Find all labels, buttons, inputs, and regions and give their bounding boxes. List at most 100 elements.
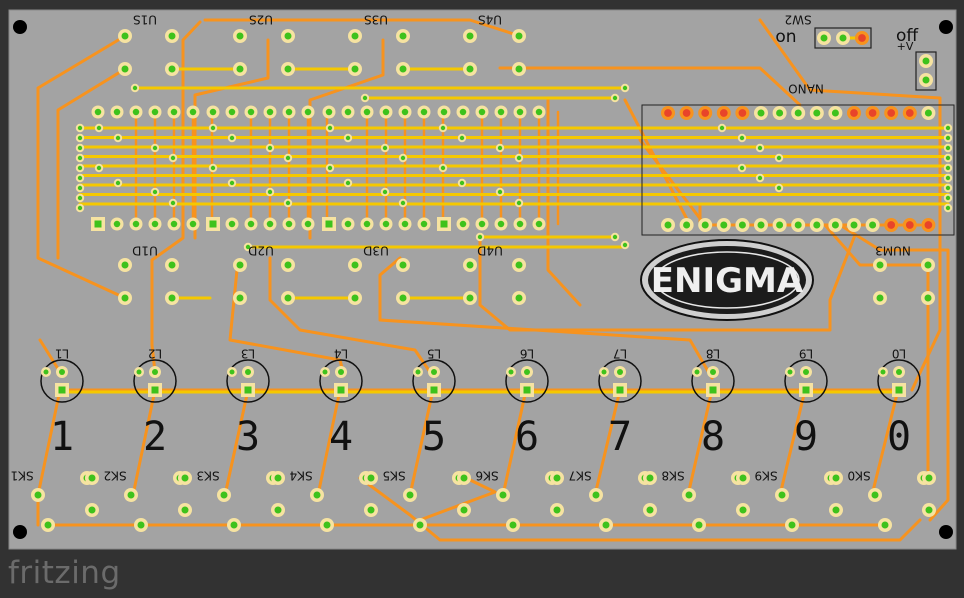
trace [478, 233, 857, 332]
ic-label: U2D [248, 244, 274, 258]
pad-hole [682, 109, 691, 117]
pad-hole [344, 220, 352, 228]
pad-hole [839, 34, 847, 42]
via-hole [719, 125, 725, 131]
pad-hole [274, 474, 282, 482]
via-hole [612, 95, 618, 101]
pad-hole [905, 109, 914, 117]
pad-hole [168, 65, 176, 73]
silkscreen [13, 20, 955, 539]
pad-hole [228, 108, 236, 116]
trace [498, 66, 802, 107]
pad-hole [460, 506, 468, 514]
via-hole [739, 135, 745, 141]
pad-hole [695, 521, 703, 529]
mounting-hole [13, 525, 27, 539]
trace [378, 256, 714, 380]
ic-label: U4D [477, 244, 503, 258]
key-digit: 2 [143, 414, 167, 460]
led-label: L1 [55, 347, 69, 361]
pad-hole [896, 369, 902, 375]
pad-hole [209, 220, 217, 228]
via-hole [115, 180, 121, 186]
via-hole [77, 155, 83, 161]
led-outline [877, 359, 921, 403]
key-label: SK5 [382, 469, 405, 483]
pad-hole [285, 108, 293, 116]
pad-hole [831, 109, 839, 117]
via-hole [345, 180, 351, 186]
pad-hole [516, 220, 524, 228]
pad-hole [803, 369, 809, 375]
pad-hole [876, 261, 884, 269]
via-hole [622, 85, 628, 91]
key-label: SK7 [568, 469, 591, 483]
led-label: L6 [520, 347, 534, 361]
via-hole [96, 165, 102, 171]
led-outline [505, 359, 549, 403]
via-hole [229, 135, 235, 141]
switch-label: SW2 [784, 13, 811, 27]
trace [638, 138, 707, 227]
pad-hole [602, 521, 610, 529]
pad-hole [535, 108, 543, 116]
key-label: SK6 [475, 469, 498, 483]
pad-hole [466, 294, 474, 302]
pad-hole [151, 220, 159, 228]
pad-hole [325, 108, 333, 116]
pad-hole [515, 261, 523, 269]
pad-hole [399, 294, 407, 302]
pad-hole [553, 506, 561, 514]
key-label: SK8 [661, 469, 684, 483]
pad-hole [709, 386, 717, 394]
pad-hole [776, 109, 784, 117]
trace [408, 388, 435, 497]
pad-hole [209, 108, 217, 116]
via-hole [440, 165, 446, 171]
pad-hole [925, 474, 933, 482]
via-hole [945, 195, 951, 201]
pad-hole [284, 32, 292, 40]
pad-hole [850, 109, 858, 117]
pad-hole [94, 220, 102, 228]
via-hole [459, 135, 465, 141]
pad-hole [720, 221, 728, 229]
via-hole [115, 135, 121, 141]
pad-hole [351, 294, 359, 302]
via-hole [945, 125, 951, 131]
trace [268, 256, 432, 374]
led-outline [784, 359, 828, 403]
pad-hole [694, 369, 700, 375]
ic-label: U3D [363, 244, 389, 258]
led-label: L0 [892, 347, 906, 361]
key-label: SK9 [754, 469, 777, 483]
pad-hole [497, 108, 505, 116]
via-hole [327, 165, 333, 171]
pad-hole [337, 386, 345, 394]
labels: ENIGMAL11SK1L22SK2L33SK3L44SK4L55SK5L66S… [10, 13, 919, 483]
pad-hole [440, 220, 448, 228]
pad-hole [351, 32, 359, 40]
pad-hole [646, 506, 654, 514]
pad-hole [401, 220, 409, 228]
led-outline [133, 359, 177, 403]
via-hole [245, 244, 251, 250]
trace [501, 388, 528, 497]
via-hole [170, 155, 176, 161]
pad-hole [523, 386, 531, 394]
via-hole [152, 189, 158, 195]
switch-outline [814, 27, 872, 49]
power-on-label: on [775, 27, 796, 47]
pad-hole [244, 386, 252, 394]
via-hole [77, 195, 83, 201]
pad-hole [34, 491, 42, 499]
pad-hole [617, 369, 623, 375]
pad-hole [880, 369, 886, 375]
logo-text: ENIGMA [651, 261, 804, 301]
pad-hole [236, 261, 244, 269]
via-hole [945, 175, 951, 181]
via-hole [757, 175, 763, 181]
pad-hole [399, 261, 407, 269]
pad-hole [284, 294, 292, 302]
pad-hole [229, 369, 235, 375]
